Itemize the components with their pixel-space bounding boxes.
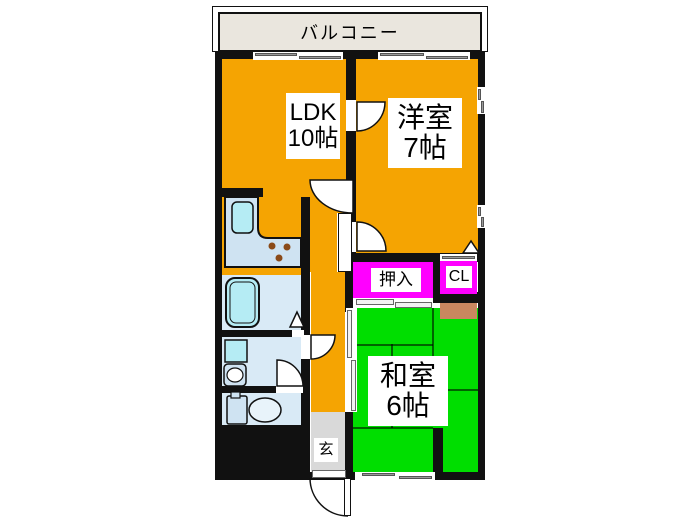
- entrance-door-panel: [344, 478, 351, 516]
- japanese-size: 6帖: [386, 390, 430, 421]
- doorway-hall-washroom: [301, 335, 311, 359]
- tatami-line-v1: [432, 308, 434, 390]
- label-oshiire: 押入: [371, 268, 421, 292]
- oshiire-fusuma-right: [395, 302, 432, 308]
- window-bar: [426, 56, 468, 59]
- window-bar: [362, 473, 395, 476]
- doorway-ldk-western: [346, 100, 356, 131]
- wall-left: [215, 52, 222, 480]
- window-western-right-1: [477, 87, 485, 114]
- window-western-right-2: [477, 205, 485, 228]
- wall-ldk-western: [346, 52, 356, 262]
- western-name: 洋室: [396, 101, 453, 133]
- toilet-floor: [222, 393, 303, 425]
- balcony-label: バルコニー: [300, 23, 400, 43]
- genkan-threshold: [312, 470, 346, 478]
- door-arc-entrance: [309, 477, 349, 517]
- label-ldk: LDK 10帖: [286, 93, 340, 159]
- ldk-door-panel: [338, 213, 352, 272]
- kitchen-floor: [222, 197, 301, 275]
- balcony: バルコニー: [218, 12, 482, 52]
- wall-genkan-east: [345, 412, 353, 480]
- ldk-size: 10帖: [287, 125, 339, 152]
- wall-structure-bottom-left: [215, 425, 310, 480]
- window-bar: [478, 207, 481, 216]
- window-bar: [478, 89, 481, 100]
- western-size: 7帖: [403, 132, 447, 163]
- window-bar: [299, 56, 341, 59]
- tatami-line-h2: [433, 389, 478, 391]
- cl-label: CL: [448, 268, 470, 286]
- wall-oshiire-west: [345, 253, 353, 312]
- window-bar: [481, 217, 484, 227]
- window-bar: [399, 476, 432, 479]
- hallway-lower: [311, 272, 345, 412]
- wall-ldk-kitchen-stub: [215, 188, 263, 197]
- ldk-name: LDK: [289, 99, 337, 127]
- japanese-name: 和室: [379, 359, 436, 391]
- wall-right: [478, 52, 485, 480]
- hallway-upper: [310, 180, 346, 213]
- window-japanese-bottom: [355, 472, 435, 480]
- wall-western-bottom: [346, 253, 485, 262]
- tatami-line-h1: [353, 344, 433, 346]
- wall-oshiire-cl: [433, 262, 440, 298]
- wall-bath-washroom: [222, 330, 310, 337]
- wall-cl-bottom: [433, 292, 478, 303]
- bath-floor: [222, 275, 303, 330]
- oshiire-fusuma-left: [356, 299, 394, 305]
- genkan-label: 玄: [318, 440, 334, 458]
- tatami-line-h3: [353, 427, 433, 429]
- wall-japanese-stub: [433, 428, 443, 480]
- window-bar: [481, 101, 484, 113]
- label-genkan: 玄: [314, 438, 338, 462]
- window-bar: [255, 53, 297, 56]
- hallway-mid: [310, 213, 337, 272]
- japanese-sliding-panel-1: [347, 310, 352, 358]
- doorway-washroom-toilet: [276, 386, 303, 393]
- window-balcony-ldk: [253, 52, 343, 60]
- wall-washroom-toilet: [222, 386, 310, 393]
- window-balcony-western: [378, 52, 470, 60]
- wall-kitchen-east: [301, 197, 310, 430]
- doorway-bath: [292, 330, 304, 337]
- washroom-floor: [222, 337, 303, 386]
- label-western: 洋室 7帖: [388, 98, 462, 168]
- japanese-sliding-panel-2: [351, 360, 356, 411]
- label-cl: CL: [446, 266, 472, 288]
- window-bar: [380, 53, 424, 56]
- shelf-board: [440, 303, 477, 319]
- oshiire-label: 押入: [379, 269, 413, 289]
- cl-opening-bar: [442, 256, 475, 259]
- label-japanese: 和室 6帖: [368, 356, 448, 426]
